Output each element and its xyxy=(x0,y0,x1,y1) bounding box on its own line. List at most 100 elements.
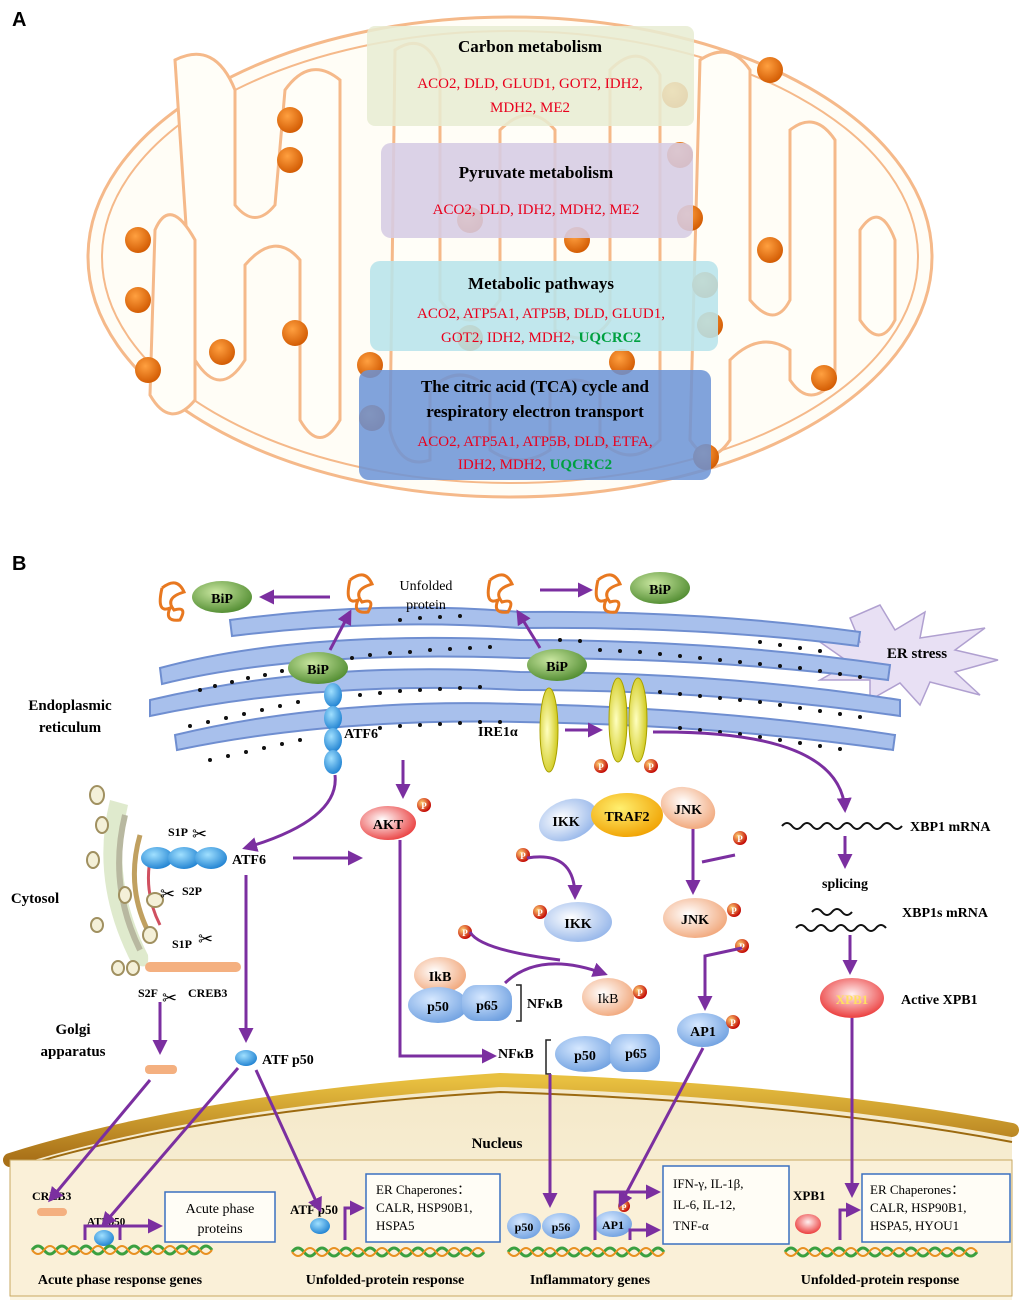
carbon-metabolism-genes-line1: ACO2, DLD, GLUD1, GOT2, IDH2, xyxy=(417,76,642,92)
atf6-chain xyxy=(324,683,342,774)
upr-gene-module-2: XPB1 ER Chaperones： CALR, HSP90B1, HSPA5… xyxy=(783,1173,1011,1288)
inflam-box-line1: IFN-γ, IL-1β, xyxy=(673,1176,743,1191)
svg-text:P: P xyxy=(637,988,643,998)
carbon-metabolism-title: Carbon metabolism xyxy=(458,37,602,56)
phospho-ire1a: P P xyxy=(594,759,658,773)
panel-b-label: B xyxy=(12,553,26,575)
er-stress-burst: ER stress xyxy=(817,604,999,707)
atf6-cleaved-label: ATF6 xyxy=(232,853,266,868)
upr1-box-line2: CALR, HSP90B1, xyxy=(376,1200,472,1215)
bip-label: BiP xyxy=(307,663,329,678)
bip-protein xyxy=(630,572,690,604)
traf2-label: TRAF2 xyxy=(604,810,649,825)
jnk-label: JNK xyxy=(674,803,702,818)
inflammatory-gene-module: p50 p56 AP1 P IFN-γ, IL-1β, IL-6, IL-12,… xyxy=(506,1165,790,1288)
ire1a-label: IRE1α xyxy=(478,725,518,740)
unfolded-protein-bip-complex-right: BiP xyxy=(594,572,690,614)
gene-span: ACO2, ATP5A1, ATP5B, DLD, GLUD1, xyxy=(417,306,665,322)
gene-span: GOT2, IDH2, MDH2, xyxy=(441,330,579,346)
atf-p50-nuclear-label: ATF p50 xyxy=(290,1202,338,1217)
metabolic-pathways-box: Metabolic pathways ACO2, ATP5A1, ATP5B, … xyxy=(370,261,718,351)
p50-label: p50 xyxy=(427,1000,449,1015)
splicing-label: splicing xyxy=(822,877,868,892)
s1p-label: S1P xyxy=(168,825,188,839)
gene-span: MDH2, ME2 xyxy=(490,100,570,116)
nfkb-label: NFκB xyxy=(527,997,563,1012)
ikb-free-label: IkB xyxy=(598,992,619,1007)
ikk-p-label: IKK xyxy=(564,917,591,932)
bip-label: BiP xyxy=(546,660,568,675)
p50-active-label: p50 xyxy=(574,1049,596,1064)
ire1a-monomer xyxy=(539,687,559,773)
upr2-box-line2: CALR, HSP90B1, xyxy=(870,1200,966,1215)
svg-text:P: P xyxy=(421,801,427,811)
dna-helix-strand xyxy=(507,1247,665,1257)
er-label-line1: Endoplasmic xyxy=(28,698,112,714)
jnk-p-label: JNK xyxy=(681,913,709,928)
nfkb-ikb-complex: P IkB p50 p65 NFκB IkB P xyxy=(408,925,647,1023)
golgi-label-line1: Golgi xyxy=(55,1022,90,1038)
xbp1s-wave-long xyxy=(795,924,887,932)
upr1-box-line1: ER Chaperones： xyxy=(376,1182,470,1197)
pathway-arrows xyxy=(48,722,861,1240)
inflam-gene-label: Inflammatory genes xyxy=(530,1273,651,1288)
inflam-box-line2: IL-6, IL-12, xyxy=(673,1197,735,1212)
nfkb-active-label: NFκB xyxy=(498,1047,534,1062)
xpb1-label: XPB1 xyxy=(836,992,869,1007)
tca-title-line1: The citric acid (TCA) cycle and xyxy=(421,377,650,396)
akt-node: AKT P xyxy=(360,798,431,840)
svg-text:P: P xyxy=(648,762,654,772)
creb3-fragment xyxy=(145,1065,177,1074)
svg-text:P: P xyxy=(537,908,543,918)
metabolic-pathways-genes-line2: GOT2, IDH2, MDH2, UQCRC2 xyxy=(441,330,641,346)
xbp1-branch: XBP1 mRNA splicing XBP1s mRNA XPB1 Activ… xyxy=(781,820,991,1018)
svg-text:P: P xyxy=(598,762,604,772)
scissors-icon: ✂ xyxy=(192,824,207,844)
mitochondrion xyxy=(86,15,934,499)
p50-nuclear-label: p50 xyxy=(515,1220,534,1234)
gene-span-green: UQCRC2 xyxy=(579,330,642,346)
svg-text:P: P xyxy=(730,1018,736,1028)
active-xpb1-label: Active XPB1 xyxy=(901,993,978,1008)
p65-active-label: p65 xyxy=(625,1047,647,1062)
bip-label: BiP xyxy=(649,583,671,598)
er-stress-label: ER stress xyxy=(887,646,947,662)
arrows-top xyxy=(259,582,593,651)
bip-protein xyxy=(288,652,348,684)
gene-span: ACO2, DLD, GLUD1, GOT2, IDH2, xyxy=(417,76,642,92)
pyruvate-metabolism-title: Pyruvate metabolism xyxy=(459,163,613,182)
xbp1-mrna-label: XBP1 mRNA xyxy=(910,820,991,835)
atf-p50-label: ATF p50 xyxy=(262,1053,314,1068)
svg-text:P: P xyxy=(462,928,468,938)
s2p-label: S2P xyxy=(182,884,202,898)
metabolic-pathways-title: Metabolic pathways xyxy=(468,274,614,293)
svg-text:P: P xyxy=(520,851,526,861)
creb3-label: CREB3 xyxy=(188,986,227,1000)
pyruvate-metabolism-genes: ACO2, DLD, IDH2, MDH2, ME2 xyxy=(433,202,640,218)
creb3-bound xyxy=(37,1208,67,1216)
upr2-gene-label: Unfolded-protein response xyxy=(801,1273,960,1288)
endoplasmic-reticulum: Endoplasmic reticulum xyxy=(28,606,901,762)
acute-gene-label: Acute phase response genes xyxy=(38,1273,203,1288)
pyruvate-metabolism-box: Pyruvate metabolism ACO2, DLD, IDH2, MDH… xyxy=(381,143,693,238)
dna-helix-strand xyxy=(291,1247,485,1257)
svg-text:P: P xyxy=(739,942,745,952)
carbon-metabolism-box: Carbon metabolism ACO2, DLD, GLUD1, GOT2… xyxy=(367,26,694,126)
golgi-label-line2: apparatus xyxy=(40,1044,105,1060)
tca-cycle-box: The citric acid (TCA) cycle and respirat… xyxy=(359,370,711,480)
atf6-cleavage: ATF6 S1P ✂ S2P ✂ S1P ✂ S2F ✂ CREB3 ATF p… xyxy=(138,824,314,1074)
svg-text:P: P xyxy=(731,906,737,916)
svg-text:P: P xyxy=(622,1203,627,1212)
atf6-beads xyxy=(141,847,227,869)
cytosol-label: Cytosol xyxy=(11,891,59,907)
acute-box-line1: Acute phase xyxy=(186,1202,255,1217)
scissors-icon: ✂ xyxy=(162,988,177,1008)
nucleus: Nucleus xyxy=(3,1072,1019,1300)
upr2-box-line1: ER Chaperones： xyxy=(870,1182,964,1197)
ire1a-dimer-a xyxy=(608,677,628,763)
ap1-node: AP1 P xyxy=(677,1013,740,1047)
inflam-box-line3: TNF-α xyxy=(673,1218,709,1233)
unfolded-protein-label-line2: protein xyxy=(406,598,446,613)
unfolded-protein-bip-complex-left: BiP xyxy=(158,581,252,622)
